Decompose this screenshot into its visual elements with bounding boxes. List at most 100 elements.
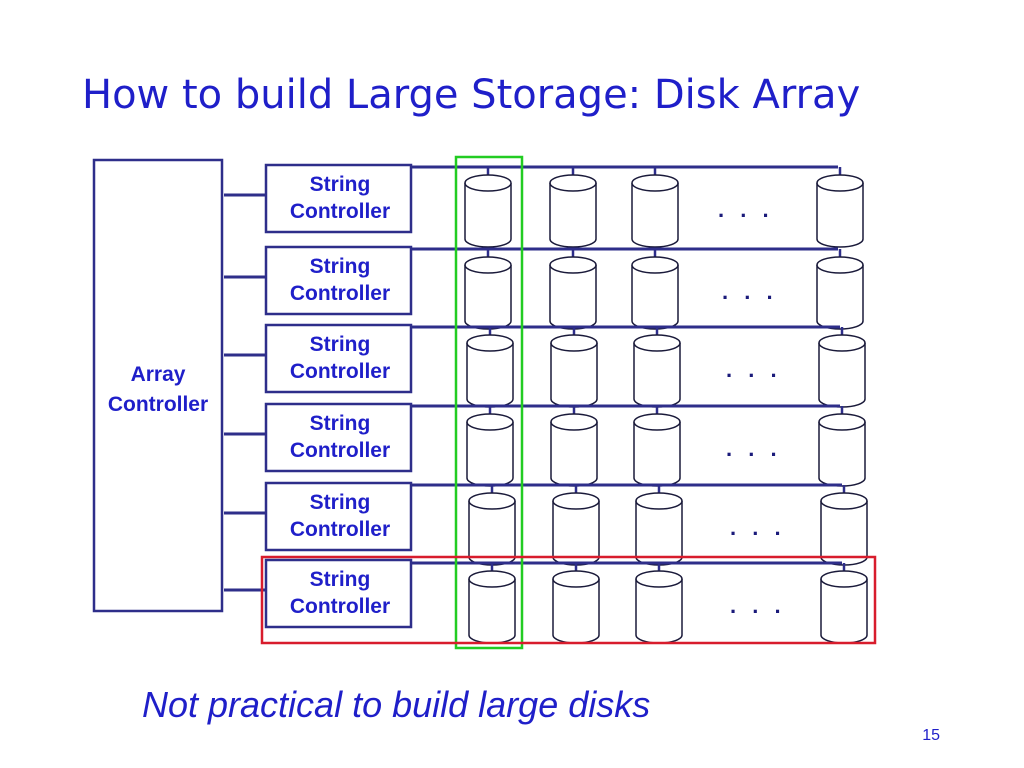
disk-icon — [550, 327, 598, 408]
disk-body — [466, 343, 514, 408]
disk-top — [550, 413, 598, 431]
disk-body — [633, 422, 681, 487]
disk-body — [549, 183, 597, 248]
string-controller-box — [264, 558, 413, 629]
disk-body — [818, 343, 866, 408]
string-controller-label-line1: String — [310, 255, 371, 278]
disk-body — [468, 579, 516, 644]
disk-icon — [552, 563, 600, 644]
disk-top — [818, 413, 866, 431]
disk-body — [820, 501, 868, 566]
disk-body — [635, 501, 683, 566]
disk-icon — [816, 167, 864, 248]
disk-icon — [633, 406, 681, 487]
string-controller-label-line1: String — [310, 173, 371, 196]
disk-top — [468, 570, 516, 588]
string-controller-label-line1: String — [310, 491, 371, 514]
highlight-row-box — [260, 555, 877, 645]
disk-icon — [549, 249, 597, 330]
disk-top — [820, 570, 868, 588]
disk-body — [464, 183, 512, 248]
slide-subtitle: Not practical to build large disks — [142, 684, 651, 725]
string-controller-box — [264, 402, 413, 473]
string-controller-box — [264, 481, 413, 552]
disk-icon — [635, 563, 683, 644]
disk-body — [466, 422, 514, 487]
string-controller-label-line2: Controller — [290, 200, 390, 223]
string-controller-label-line2: Controller — [290, 282, 390, 305]
disk-top — [464, 256, 512, 274]
disk-top — [631, 256, 679, 274]
disk-top — [631, 174, 679, 192]
disk-icon — [464, 167, 512, 248]
disk-body — [633, 343, 681, 408]
ellipsis: . . . — [722, 279, 778, 304]
disk-icon — [820, 563, 868, 644]
disk-body — [631, 265, 679, 330]
disk-top — [549, 174, 597, 192]
disk-top — [818, 334, 866, 352]
disk-body — [468, 501, 516, 566]
string-controller-label-line2: Controller — [290, 360, 390, 383]
disk-icon — [549, 167, 597, 248]
string-controller-box — [264, 245, 413, 316]
string-controller-label-line2: Controller — [290, 595, 390, 618]
disk-body — [635, 579, 683, 644]
string-controller-box — [264, 323, 413, 394]
disk-top — [464, 174, 512, 192]
disk-body — [820, 579, 868, 644]
disk-body — [818, 422, 866, 487]
disk-icon — [468, 563, 516, 644]
array-controller-label-line1: Array — [131, 363, 186, 386]
disk-icon — [820, 485, 868, 566]
disk-icon — [631, 249, 679, 330]
disk-icon — [633, 327, 681, 408]
slide-title: How to build Large Storage: Disk Array — [82, 72, 861, 118]
disk-icon — [468, 485, 516, 566]
ellipsis: . . . — [730, 515, 786, 540]
string-controller-label-line1: String — [310, 568, 371, 591]
disk-body — [552, 501, 600, 566]
disk-icon — [466, 406, 514, 487]
disk-body — [550, 422, 598, 487]
disk-body — [816, 265, 864, 330]
disk-icon — [552, 485, 600, 566]
disk-top — [466, 413, 514, 431]
disk-icon — [818, 327, 866, 408]
disk-icon — [464, 249, 512, 330]
string-controller-label-line2: Controller — [290, 439, 390, 462]
string-controller-label-line2: Controller — [290, 518, 390, 541]
array-controller-box — [92, 158, 224, 613]
string-controller-label-line1: String — [310, 412, 371, 435]
disk-icon — [816, 249, 864, 330]
string-controller-label-line1: String — [310, 333, 371, 356]
ellipsis: . . . — [730, 593, 786, 618]
disk-top — [820, 492, 868, 510]
disk-body — [816, 183, 864, 248]
disk-top — [816, 174, 864, 192]
page-number: 15 — [922, 727, 940, 744]
disk-top — [633, 413, 681, 431]
disk-top — [468, 492, 516, 510]
array-controller-label-line2: Controller — [108, 393, 208, 416]
disk-icon — [550, 406, 598, 487]
highlight-column-box — [454, 155, 524, 650]
disk-top — [635, 570, 683, 588]
string-controller-box — [264, 163, 413, 234]
disk-icon — [635, 485, 683, 566]
disk-icon — [631, 167, 679, 248]
disk-body — [631, 183, 679, 248]
ellipsis: . . . — [718, 197, 774, 222]
disk-top — [816, 256, 864, 274]
